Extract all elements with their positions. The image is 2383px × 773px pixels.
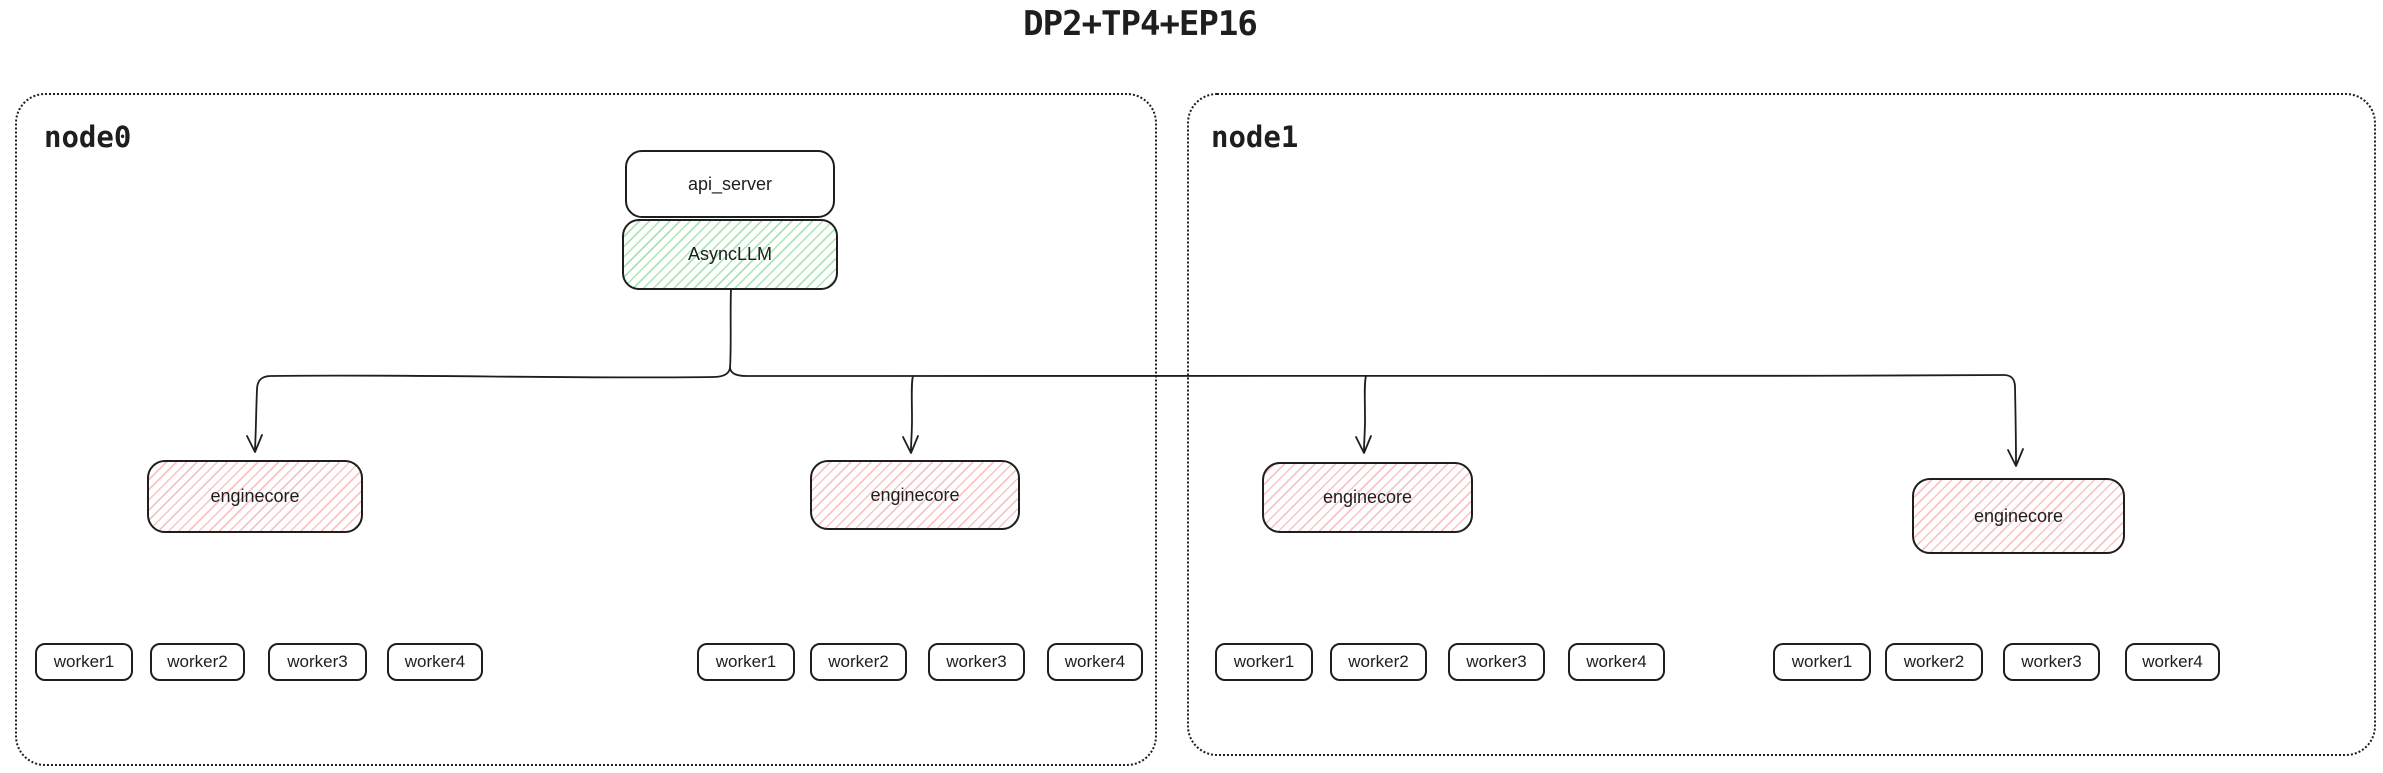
- connector-rail-right: [729, 367, 2017, 464]
- enginecore-box-node1-2: enginecore: [1912, 478, 2125, 554]
- worker-box: worker1: [697, 643, 795, 681]
- worker-label: worker4: [1064, 652, 1126, 671]
- worker-box: worker2: [1885, 643, 1983, 681]
- arrowhead-2: [902, 435, 919, 454]
- worker-box: worker3: [268, 643, 367, 681]
- node1-label: node1: [1211, 120, 1299, 154]
- node0-container: [15, 93, 1157, 766]
- worker-label: worker1: [1233, 652, 1295, 671]
- worker-label: worker4: [1586, 652, 1647, 671]
- arrowhead-3: [1355, 435, 1372, 454]
- worker-box: worker2: [1330, 643, 1427, 681]
- worker-label: worker3: [946, 652, 1007, 671]
- connector-rail-left: [254, 367, 731, 450]
- worker-box: worker3: [928, 643, 1025, 681]
- worker-label: worker3: [2021, 652, 2082, 671]
- node0-label: node0: [44, 120, 132, 154]
- enginecore-label: enginecore: [1973, 505, 2064, 526]
- worker-label: worker2: [828, 652, 889, 671]
- worker-box: worker4: [2125, 643, 2220, 681]
- connector-drop-2: [910, 375, 914, 451]
- worker-box: worker4: [1568, 643, 1665, 681]
- node1-container: [1187, 93, 2376, 756]
- worker-box: worker4: [387, 643, 483, 681]
- worker-label: worker4: [404, 652, 466, 671]
- arrowhead-1: [246, 434, 263, 453]
- enginecore-label: enginecore: [870, 484, 960, 505]
- worker-label: worker2: [1903, 652, 1965, 671]
- worker-box: worker1: [35, 643, 133, 681]
- asyncllm-label: AsyncLLM: [687, 244, 773, 264]
- enginecore-box-node0-1: enginecore: [147, 460, 363, 533]
- worker-label: worker1: [53, 652, 115, 671]
- worker-box: worker4: [1047, 643, 1143, 681]
- enginecore-label: enginecore: [210, 486, 300, 506]
- connector-drop-3: [1363, 375, 1367, 451]
- worker-box: worker2: [810, 643, 907, 681]
- worker-label: worker4: [2142, 652, 2203, 671]
- api-server-label: api_server: [687, 173, 773, 194]
- diagram-title: DP2+TP4+EP16: [1023, 4, 1258, 44]
- enginecore-label: enginecore: [1322, 487, 1413, 507]
- enginecore-box-node1-1: enginecore: [1262, 462, 1473, 533]
- api-server-box: api_server: [625, 150, 835, 218]
- worker-label: worker1: [715, 652, 777, 671]
- arrowhead-4: [2007, 448, 2024, 467]
- worker-label: worker3: [287, 652, 348, 671]
- asyncllm-box: AsyncLLM: [622, 219, 838, 290]
- worker-box: worker3: [2003, 643, 2100, 681]
- worker-label: worker3: [1466, 652, 1527, 671]
- worker-label: worker2: [167, 652, 228, 671]
- worker-label: worker2: [1348, 652, 1409, 671]
- worker-box: worker1: [1773, 643, 1871, 681]
- enginecore-box-node0-2: enginecore: [810, 460, 1020, 530]
- worker-label: worker1: [1791, 652, 1853, 671]
- worker-box: worker2: [150, 643, 245, 681]
- worker-box: worker1: [1215, 643, 1313, 681]
- connector-stem: [729, 288, 732, 369]
- worker-box: worker3: [1448, 643, 1545, 681]
